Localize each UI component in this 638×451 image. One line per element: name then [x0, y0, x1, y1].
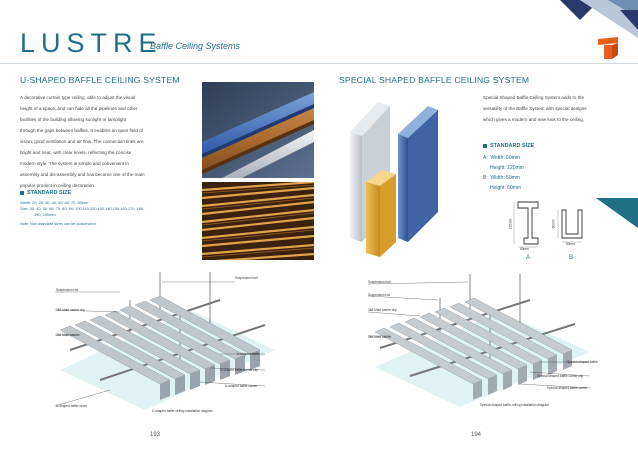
right-diagram-caption: Special-shaped baffle ceiling installati…: [480, 403, 549, 407]
special-baffle-profiles-photo: [338, 92, 473, 262]
spec-line: Height: 60mm: [483, 185, 522, 191]
left-body-line: assembly and dis-assembly and has become…: [20, 172, 145, 177]
right-standard-size-title: STANDARD SIZE: [483, 143, 534, 149]
diagram-label: U-shaped baffle cover: [56, 404, 88, 408]
diagram-label: 38# Main carrier: [368, 335, 392, 339]
left-size-spec-cont: 190, 200mm: [34, 212, 56, 217]
left-size-spec: Size: 30, 40, 50, 65, 70, 80, 90, 100,11…: [20, 206, 145, 211]
right-body-line: versatility of the Baffle System with sp…: [483, 106, 587, 111]
right-body: Special Shaped Baffle Ceiling System add…: [483, 92, 633, 125]
right-specs: A: Width: 60mm Height: 120mm B: Width: 5…: [483, 153, 524, 193]
diagram-label: Special-shaped baffle: [567, 360, 598, 364]
bullet-square-icon: [20, 190, 24, 195]
bullet-square-icon: [483, 143, 487, 148]
spec-line: B: Width: 50mm: [483, 175, 520, 181]
left-body-line: height of a space, and can hide all the …: [20, 106, 138, 111]
left-body-line: popular product in ceiling decoration.: [20, 183, 96, 188]
diagram-label: U-shaped baffle carrier: [225, 384, 258, 388]
profile-b-height: 60mm: [551, 219, 556, 229]
diagram-label: Suspension bolt: [368, 280, 391, 284]
right-section-title: SPECIAL SHAPED BAFFLE CEILING SYSTEM: [339, 75, 530, 85]
special-baffle-installation-diagram: [367, 274, 591, 407]
left-body-line: A decorative curtain type ceiling, able …: [20, 95, 136, 100]
left-std-title-text: STANDARD SIZE: [27, 190, 72, 196]
diagram-label: Special-shaped baffle carrier: [547, 386, 588, 390]
corner-decoration: [560, 0, 638, 38]
diagram-label: Suspension rod: [56, 288, 79, 292]
diagram-label: Special-shaped baffle carrier clip: [537, 374, 584, 378]
profile-b-label: B: [569, 255, 574, 261]
diagram-label: 38# Main carrier clip: [368, 308, 397, 312]
brand-name: LUSTRE: [20, 28, 163, 58]
brand-subtitle: Baffle Ceiling Systems: [150, 41, 241, 51]
left-page-number: 193: [150, 432, 161, 438]
u-baffle-installation-diagram: [54, 272, 275, 410]
teal-triangle-decoration: [596, 198, 638, 228]
diagram-label: Suspension bolt: [235, 276, 258, 280]
left-body-line: bright and neat, with clear levels, refl…: [20, 150, 132, 155]
wood-baffle-ceiling-photo: [202, 182, 314, 260]
brand-logo-icon: [598, 37, 618, 59]
diagram-label: U-shaped baffle: [237, 352, 260, 356]
profile-a-height: 120mm: [508, 218, 513, 230]
left-body: A decorative curtain type ceiling, able …: [20, 92, 192, 191]
diagram-label: 38# Main carrier: [56, 333, 80, 337]
profile-a-label: A: [526, 255, 531, 261]
left-section-title: U-SHAPED BAFFLE CEILING SYSTEM: [20, 75, 180, 85]
right-body-line: which gives a modern and new look to the…: [483, 117, 585, 122]
left-note: Note: Non-standard sizes can be customiz…: [20, 222, 96, 226]
spec-line: A: Width: 60mm: [483, 155, 520, 161]
diagram-label: Suspension rod: [368, 293, 391, 297]
left-body-line: through the gaps between baffles. It ena…: [20, 128, 144, 133]
left-body-line: vision, good ventilation and air flow. T…: [20, 139, 144, 144]
right-std-title-text: STANDARD SIZE: [490, 143, 535, 149]
profile-drawings: [513, 201, 583, 248]
left-width-spec: Width: 20, 25, 30, 40, 50, 60, 70, 80mm: [20, 200, 89, 205]
u-baffle-profiles-photo: [202, 82, 314, 178]
left-body-line: modern style. The system is simple and c…: [20, 161, 129, 166]
right-body-line: Special Shaped Baffle Ceiling System add…: [483, 95, 585, 100]
header-divider: [0, 63, 638, 64]
profile-b-width: 50mm: [566, 242, 575, 246]
left-body-line: facilities of the building allowing sunl…: [20, 117, 127, 122]
spec-line: Height: 120mm: [483, 165, 524, 171]
left-diagram-caption: U-shaped baffle ceiling installation dia…: [152, 409, 213, 413]
right-page-number: 194: [471, 432, 482, 438]
diagram-label: U-shaped baffle carrier clip: [220, 368, 259, 372]
profile-a-width: 60mm: [520, 247, 529, 251]
diagram-label: 38# Main carrier clip: [56, 308, 85, 312]
left-standard-size-title: STANDARD SIZE: [20, 190, 71, 196]
